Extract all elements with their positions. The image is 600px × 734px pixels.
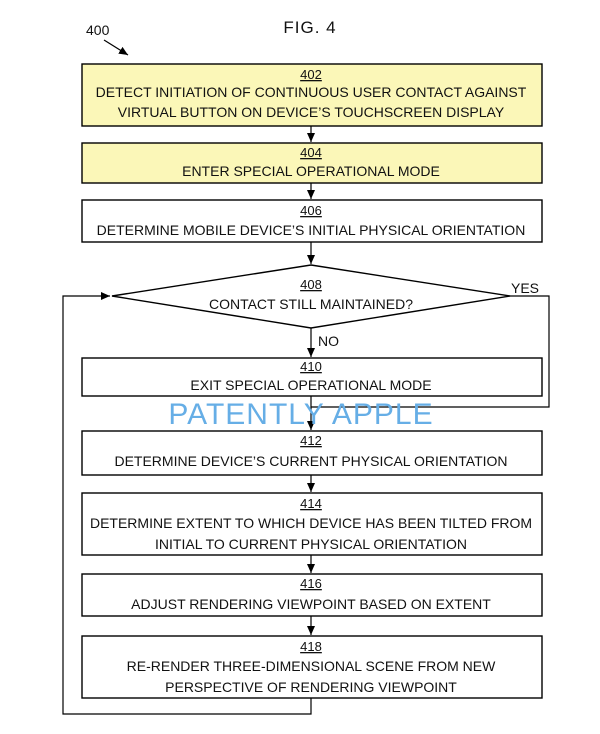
watermark-text: PATENTLY APPLE [168,398,433,431]
step-418-text-line2: PERSPECTIVE OF RENDERING VIEWPOINT [165,679,457,695]
step-408-text: CONTACT STILL MAINTAINED? [209,296,413,312]
decision-yes-label: YES [511,280,539,296]
step-412-text: DETERMINE DEVICE’S CURRENT PHYSICAL ORIE… [114,453,507,469]
step-410-number: 410 [300,359,322,374]
step-418-box [81,635,543,699]
figure-title: FIG. 4 [283,18,336,37]
step-404-number: 404 [300,145,322,160]
step-402-text-line2: VIRTUAL BUTTON ON DEVICE’S TOUCHSCREEN D… [118,104,505,120]
decision-no-label: NO [318,333,339,349]
step-412-box [81,430,543,476]
step-406-box [81,199,543,243]
step-414-text-line2: INITIAL TO CURRENT PHYSICAL ORIENTATION [155,536,467,552]
step-406-text: DETERMINE MOBILE DEVICE’S INITIAL PHYSIC… [97,222,526,238]
step-416-box [81,573,543,617]
step-418-number: 418 [300,639,322,654]
arrow-return-loop [62,292,312,715]
step-406-number: 406 [300,203,322,218]
step-416-text: ADJUST RENDERING VIEWPOINT BASED ON EXTE… [131,596,491,612]
ref-arrow [103,39,129,56]
step-416-number: 416 [300,576,322,591]
step-412-number: 412 [300,433,322,448]
arrow-yes-loop [311,295,550,408]
step-410-box [81,357,543,397]
step-418-text-line1: RE-RENDER THREE-DIMENSIONAL SCENE FROM N… [127,658,496,674]
step-414-text-line1: DETERMINE EXTENT TO WHICH DEVICE HAS BEE… [90,515,532,531]
step-404-box [81,142,543,184]
step-414-number: 414 [300,496,322,511]
step-404-text: ENTER SPECIAL OPERATIONAL MODE [182,163,440,179]
step-414-box [81,492,543,556]
step-408-number: 408 [300,277,322,292]
step-402-number: 402 [300,67,322,82]
step-410-text: EXIT SPECIAL OPERATIONAL MODE [190,377,431,393]
step-402-text-line1: DETECT INITIATION OF CONTINUOUS USER CON… [96,84,527,100]
step-402-box [81,63,543,127]
figure-ref: 400 [86,22,110,38]
